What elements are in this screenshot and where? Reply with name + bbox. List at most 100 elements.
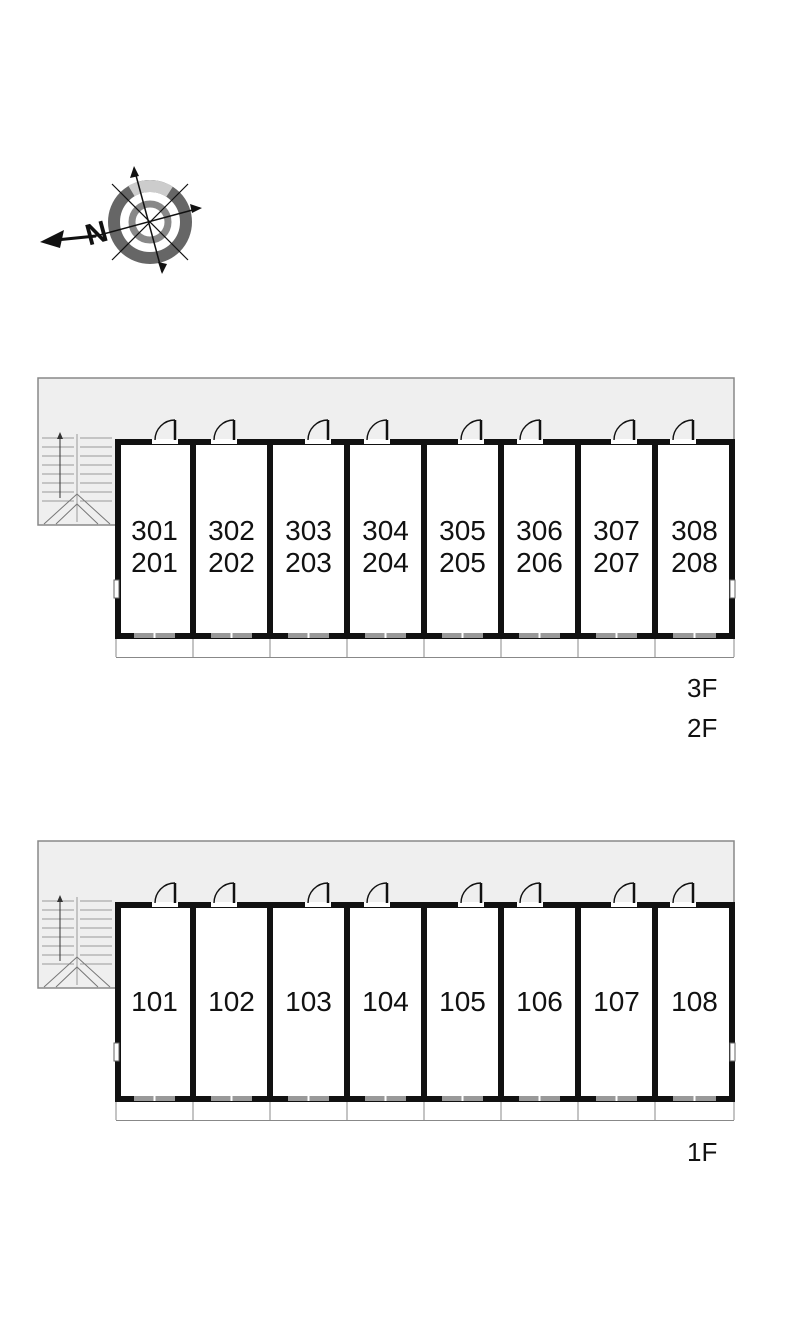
end-window: [729, 1042, 736, 1062]
unit-number-305: 305: [439, 515, 486, 546]
stair-landing-line: [55, 503, 99, 525]
balcony-window-mullion: [384, 1096, 387, 1101]
upper-doors: [152, 419, 696, 444]
balcony-window-mullion: [693, 1096, 696, 1101]
lower-staircase: [42, 895, 112, 988]
unit-number-104: 104: [362, 986, 409, 1017]
balcony-window-mullion: [615, 633, 618, 638]
balcony-window-mullion: [615, 1096, 618, 1101]
room-partition-wall: [498, 903, 504, 1101]
lower-doors: [152, 882, 696, 907]
end-window: [729, 579, 736, 599]
door-opening: [670, 902, 696, 907]
unit-number-206: 206: [516, 547, 563, 578]
balcony-window-mullion: [384, 633, 387, 638]
floor-label-1f: 1F: [687, 1137, 717, 1167]
stair-landing-line: [43, 956, 111, 988]
unit-number-108: 108: [671, 986, 718, 1017]
unit-number-306: 306: [516, 515, 563, 546]
door-opening: [611, 439, 637, 444]
upper-balcony: [115, 636, 735, 657]
lower-windows: [113, 1042, 736, 1101]
unit-number-205: 205: [439, 547, 486, 578]
compass-tick-right: [190, 204, 202, 213]
door-opening: [364, 902, 390, 907]
room-partition-wall: [267, 440, 273, 638]
room-partition-wall: [575, 903, 581, 1101]
room-partition-wall: [190, 440, 196, 638]
room-partition-wall: [267, 903, 273, 1101]
room-partition-wall: [652, 903, 658, 1101]
entry-door-icon: [211, 419, 237, 444]
entry-door-icon: [364, 419, 390, 444]
balcony-window-mullion: [461, 633, 464, 638]
door-swing-arc: [213, 419, 235, 441]
compass-inner-ring: [128, 200, 172, 244]
upper-staircase: [42, 432, 112, 525]
balcony-window-mullion: [230, 1096, 233, 1101]
entry-door-icon: [305, 882, 331, 907]
balcony-window-mullion: [307, 1096, 310, 1101]
room-partition-wall: [190, 903, 196, 1101]
entry-door-icon: [611, 419, 637, 444]
door-opening: [364, 439, 390, 444]
entry-door-icon: [670, 419, 696, 444]
balcony-window-mullion: [538, 633, 541, 638]
unit-number-101: 101: [131, 986, 178, 1017]
unit-number-307: 307: [593, 515, 640, 546]
door-opening: [517, 902, 543, 907]
door-opening: [458, 439, 484, 444]
door-swing-arc: [519, 419, 541, 441]
compass-north-label: N: [82, 215, 111, 252]
upper-balcony-edge: [116, 657, 734, 658]
compass-tick-bottom: [158, 262, 167, 274]
entry-door-icon: [458, 419, 484, 444]
door-swing-arc: [307, 419, 329, 441]
room-partition-wall: [344, 440, 350, 638]
door-opening: [458, 902, 484, 907]
unit-number-107: 107: [593, 986, 640, 1017]
entry-door-icon: [517, 419, 543, 444]
balcony-window-mullion: [153, 633, 156, 638]
door-opening: [152, 902, 178, 907]
door-swing-arc: [672, 419, 694, 441]
lower-balcony: [115, 1099, 735, 1120]
door-swing-arc: [366, 419, 388, 441]
end-window: [113, 1042, 120, 1062]
unit-number-105: 105: [439, 986, 486, 1017]
unit-number-301: 301: [131, 515, 178, 546]
compass-light-arc: [108, 180, 192, 264]
stair-landing-line: [43, 493, 111, 525]
end-window: [113, 579, 120, 599]
stair-direction-arrowhead: [57, 895, 63, 902]
stair-landing-line: [55, 966, 99, 988]
unit-number-106: 106: [516, 986, 563, 1017]
door-swing-arc: [613, 882, 635, 904]
room-partition-wall: [575, 440, 581, 638]
door-swing-arc: [460, 882, 482, 904]
compass-north-shaft: [55, 234, 97, 242]
entry-door-icon: [364, 882, 390, 907]
entry-door-icon: [458, 882, 484, 907]
upper-windows: [113, 579, 736, 638]
unit-number-204: 204: [362, 547, 409, 578]
entry-door-icon: [152, 419, 178, 444]
door-opening: [152, 439, 178, 444]
room-partition-wall: [652, 440, 658, 638]
room-partition-wall: [344, 903, 350, 1101]
unit-number-304: 304: [362, 515, 409, 546]
balcony-window-mullion: [153, 1096, 156, 1101]
door-swing-arc: [460, 419, 482, 441]
compass-axis-4: [111, 183, 189, 261]
entry-door-icon: [670, 882, 696, 907]
door-opening: [305, 439, 331, 444]
entry-door-icon: [211, 882, 237, 907]
unit-number-103: 103: [285, 986, 332, 1017]
upper-rooms: [115, 439, 735, 639]
floor-label-3f: 3F: [687, 673, 717, 703]
entry-door-icon: [611, 882, 637, 907]
